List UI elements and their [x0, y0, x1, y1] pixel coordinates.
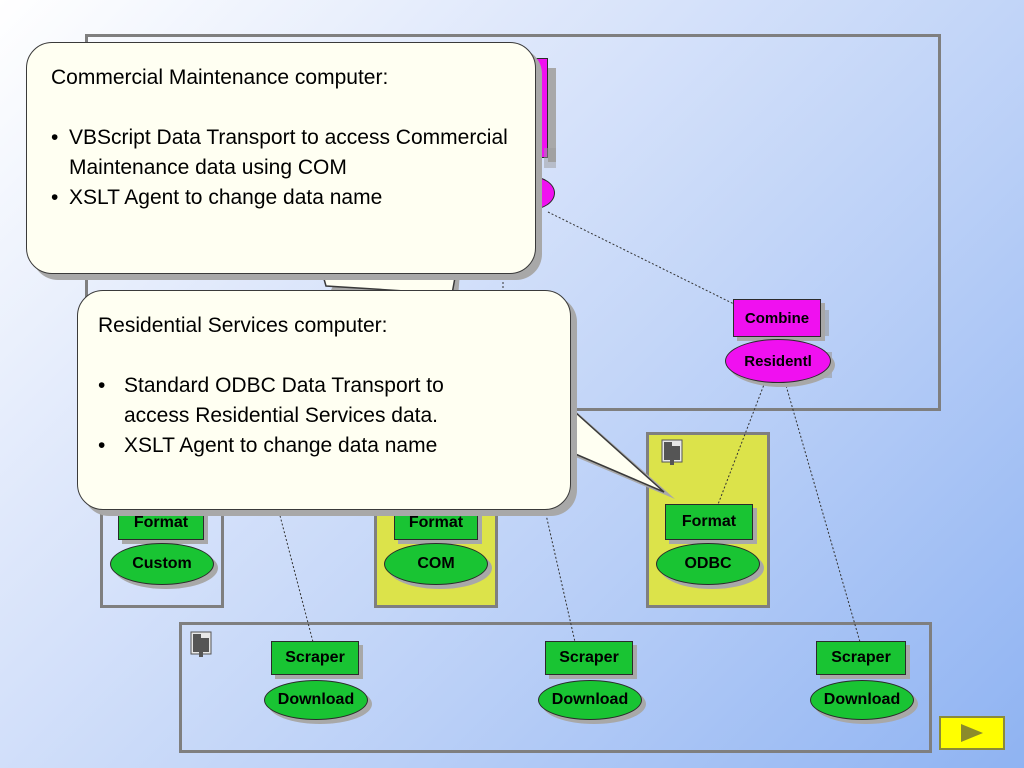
residential-callout-title: Residential Services computer:: [98, 314, 388, 337]
document-icon: [190, 631, 212, 657]
odbc-node[interactable]: ODBC: [656, 543, 760, 585]
connector-line: [784, 381, 861, 643]
combine-node[interactable]: Combine: [733, 299, 821, 337]
com-node[interactable]: COM: [384, 543, 488, 585]
custom-node[interactable]: Custom: [110, 543, 214, 585]
scraper-right-node[interactable]: Scraper: [816, 641, 906, 675]
download-left-node[interactable]: Download: [264, 680, 368, 720]
commercial-callout-list: •VBScript Data Transport to access Comme…: [51, 123, 515, 213]
format-odbc-node[interactable]: Format: [665, 504, 753, 540]
play-arrow-icon: [961, 724, 983, 742]
next-button[interactable]: [939, 716, 1005, 750]
commercial-callout: Commercial Maintenance computer: •VBScri…: [26, 42, 536, 274]
list-item: •VBScript Data Transport to access Comme…: [51, 126, 508, 179]
download-mid-node[interactable]: Download: [538, 680, 642, 720]
list-item: •XSLT Agent to change data name: [98, 434, 438, 457]
list-item: •Standard ODBC Data Transport to access …: [98, 374, 444, 427]
ghost-letter: [544, 148, 556, 168]
download-right-node[interactable]: Download: [810, 680, 914, 720]
scraper-mid-node[interactable]: Scraper: [545, 641, 633, 675]
format-custom-node[interactable]: Format: [118, 506, 204, 540]
document-icon: [661, 439, 683, 465]
node-shadow: [548, 68, 556, 162]
residential-callout: Residential Services computer: •Standard…: [77, 290, 571, 510]
format-com-node[interactable]: Format: [394, 506, 478, 540]
residentl-node[interactable]: Residentl: [725, 339, 831, 383]
scraper-left-node[interactable]: Scraper: [271, 641, 359, 675]
list-item: •XSLT Agent to change data name: [51, 186, 383, 209]
residential-callout-list: •Standard ODBC Data Transport to access …: [98, 371, 552, 461]
commercial-callout-title: Commercial Maintenance computer:: [51, 66, 389, 89]
